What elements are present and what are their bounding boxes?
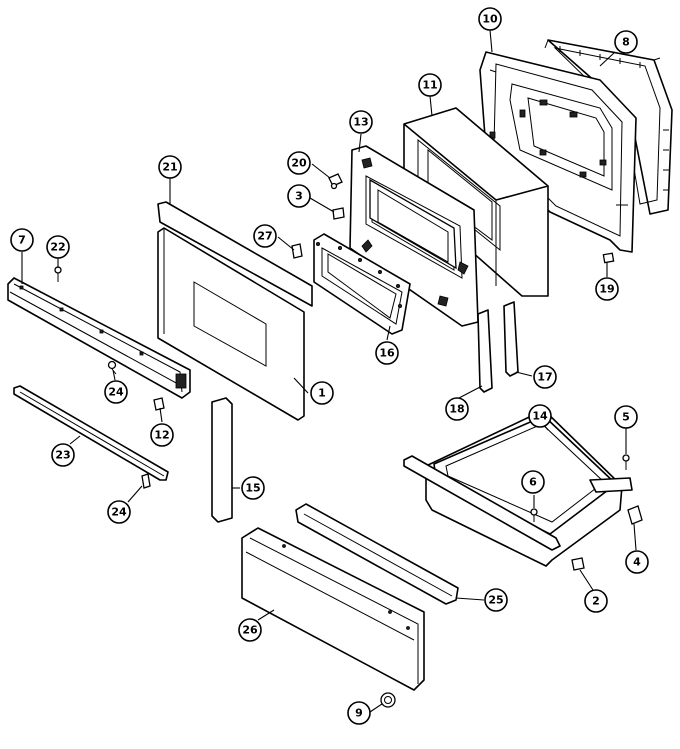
part-drawer-roller xyxy=(571,557,585,571)
callout-3: 3 xyxy=(287,184,311,208)
svg-text:12: 12 xyxy=(154,429,169,442)
part-drawer-bumper xyxy=(380,692,396,708)
part-drawer-pan xyxy=(403,409,633,567)
svg-text:7: 7 xyxy=(18,234,26,247)
callout-18: 18 xyxy=(445,397,469,421)
callout-1: 1 xyxy=(310,381,334,405)
part-oven-door-glass-panel xyxy=(157,227,305,421)
callout-14: 14 xyxy=(528,404,552,428)
part-drawer-stop xyxy=(627,505,643,525)
svg-text:22: 22 xyxy=(50,241,65,254)
svg-text:18: 18 xyxy=(449,403,464,416)
callout-23: 23 xyxy=(51,443,75,467)
svg-text:3: 3 xyxy=(295,190,303,203)
callout-6: 6 xyxy=(521,470,545,494)
svg-text:24: 24 xyxy=(108,386,124,399)
svg-text:26: 26 xyxy=(242,624,258,637)
svg-text:2: 2 xyxy=(592,595,600,608)
svg-text:20: 20 xyxy=(291,157,307,170)
callout-24: 24 xyxy=(104,380,128,404)
callout-5: 5 xyxy=(614,405,638,429)
svg-text:15: 15 xyxy=(245,482,260,495)
part-drawer-front-panel xyxy=(241,527,425,691)
callout-11: 11 xyxy=(418,73,442,97)
callout-12: 12 xyxy=(150,423,174,447)
part-door-channel-left xyxy=(477,309,493,393)
svg-text:21: 21 xyxy=(162,161,177,174)
svg-text:25: 25 xyxy=(488,594,503,607)
callout-7: 7 xyxy=(10,228,34,252)
callout-4: 4 xyxy=(625,550,649,574)
part-lower-door-trim xyxy=(13,385,169,481)
svg-text:11: 11 xyxy=(422,79,437,92)
svg-text:17: 17 xyxy=(537,371,552,384)
svg-text:23: 23 xyxy=(55,449,70,462)
callout-2: 2 xyxy=(584,589,608,613)
svg-text:14: 14 xyxy=(532,410,548,423)
callout-15: 15 xyxy=(241,476,265,500)
part-trim-screw xyxy=(107,360,117,375)
callout-20: 20 xyxy=(287,151,311,175)
part-door-stop-clip xyxy=(328,173,343,190)
part-drawer-pan-screw xyxy=(530,508,538,522)
callout-13: 13 xyxy=(349,110,373,134)
part-handle-clip xyxy=(153,397,165,411)
svg-text:10: 10 xyxy=(482,13,498,26)
callout-labels: 1 2 3 4 5 6 7 8 9 10 11 12 13 14 15 16 1… xyxy=(10,7,649,725)
callout-10: 10 xyxy=(478,7,502,31)
part-door-channel-right xyxy=(503,301,519,377)
svg-text:8: 8 xyxy=(622,36,630,49)
svg-text:16: 16 xyxy=(379,347,395,360)
callout-24-lower: 24 xyxy=(107,500,131,524)
part-door-side-trim xyxy=(211,397,233,523)
svg-text:24: 24 xyxy=(111,506,127,519)
part-trim-screw-lower xyxy=(141,473,151,489)
part-handle-screw xyxy=(54,266,62,282)
callout-22: 22 xyxy=(46,235,70,259)
part-hinge-clip xyxy=(602,252,615,264)
part-window-frame xyxy=(313,233,411,335)
callout-26: 26 xyxy=(238,618,262,642)
callout-19: 19 xyxy=(595,277,619,301)
callout-21: 21 xyxy=(158,155,182,179)
svg-text:13: 13 xyxy=(353,116,368,129)
callout-9: 9 xyxy=(347,701,371,725)
callout-17: 17 xyxy=(533,365,557,389)
part-door-clip xyxy=(332,207,345,220)
part-drawer-screw xyxy=(622,454,630,470)
part-door-top-trim xyxy=(157,201,313,307)
part-door-spacer-clip xyxy=(291,243,303,259)
svg-text:6: 6 xyxy=(529,476,537,489)
svg-text:19: 19 xyxy=(599,283,614,296)
svg-text:5: 5 xyxy=(622,411,630,424)
leader-lines xyxy=(21,29,637,713)
callout-8: 8 xyxy=(614,30,638,54)
callout-25: 25 xyxy=(484,588,508,612)
svg-text:9: 9 xyxy=(355,707,363,720)
callout-16: 16 xyxy=(375,341,399,365)
callout-27: 27 xyxy=(253,224,277,248)
part-drawer-rail-cover xyxy=(295,503,459,605)
svg-text:4: 4 xyxy=(633,556,641,569)
svg-text:27: 27 xyxy=(257,230,272,243)
svg-text:1: 1 xyxy=(318,387,326,400)
part-door-insulation-box xyxy=(403,107,549,297)
part-door-handle-trim xyxy=(7,277,191,399)
